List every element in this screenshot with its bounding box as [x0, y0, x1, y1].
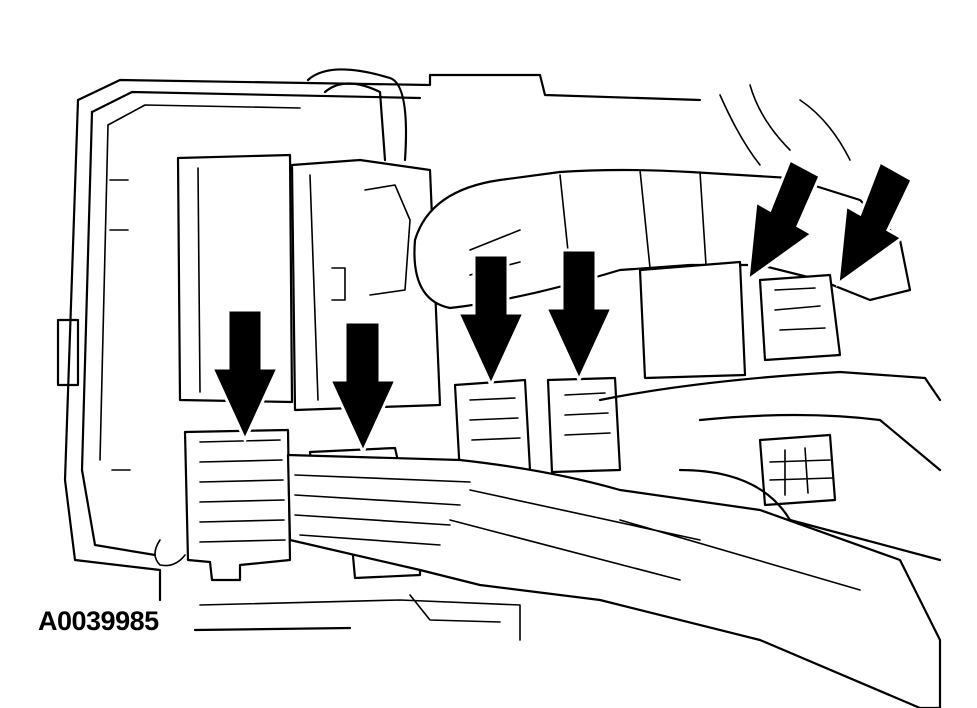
lower-wire-harness: [154, 453, 942, 708]
module-housing: [56, 73, 702, 602]
center-connectors: [453, 370, 942, 477]
arrow-down-left-icon: [746, 157, 822, 284]
arrow-down-icon: [327, 320, 399, 456]
arrow-down-icon: [209, 308, 281, 444]
figure-id-label: A0039985: [38, 606, 159, 636]
arrow-down-icon: [543, 248, 615, 384]
relay-block: [176, 68, 442, 412]
right-connectors: [638, 260, 942, 562]
arrow-down-icon: [455, 253, 527, 389]
connector-location-arrows: [209, 157, 914, 456]
arrow-down-left-icon: [836, 159, 914, 288]
